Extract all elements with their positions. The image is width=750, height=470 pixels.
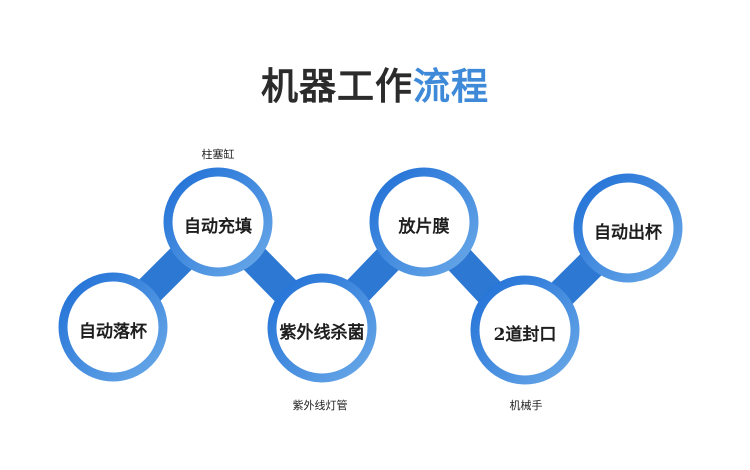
step-circle [267,273,377,383]
step-circle [470,275,580,385]
step-auto-cup-drop: 自动落杯 [79,322,147,342]
step-circle [163,167,273,277]
note-plunger-cylinder: 柱塞缸 [201,148,235,161]
title-main: 机器工作 [261,65,413,108]
step-circle [369,167,479,277]
title-highlight: 流程 [413,65,489,108]
step-film-placement: 放片膜 [398,217,450,237]
note-uv-lamp: 紫外线灯管 [292,399,348,412]
step-double-sealing: 2道封口 [493,325,557,345]
step-circle [573,173,683,283]
step-circle [58,272,168,382]
page-title: 机器工作流程 [0,56,750,110]
note-robot-arm: 机械手 [509,399,543,412]
step-auto-filling: 自动充填 [184,217,252,237]
step-uv-sterilization: 紫外线杀菌 [279,323,365,343]
step-auto-cup-out: 自动出杯 [594,223,662,243]
